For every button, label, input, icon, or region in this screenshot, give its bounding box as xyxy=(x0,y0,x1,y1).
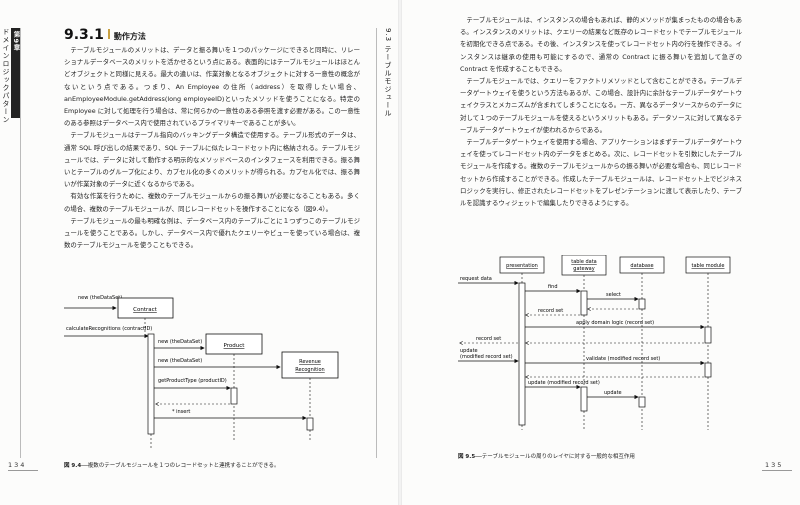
figure-9-5-caption: 図 9.5──テーブルモジュールの周りのレイヤに対する一般的な相互作用 xyxy=(458,452,635,460)
figure-9-5-sequence-diagram: presentation table data gateway database… xyxy=(458,255,731,430)
contract-label: Contract xyxy=(133,307,158,313)
label-find: find xyxy=(548,284,558,290)
page-number-right: 135 xyxy=(765,461,784,469)
paragraph: テーブルモジュールのメリットは、データと振る舞いを１つのパッケージにできると同時… xyxy=(64,46,360,128)
label-new-dataset-revenue: new (theDataSet) xyxy=(158,358,202,364)
activation-database-2 xyxy=(638,396,646,408)
page-number-left: 134 xyxy=(8,461,27,469)
paragraph: 有効な作業を行うために、複数のテーブルモジュールからの振る舞いが必要になることも… xyxy=(64,192,360,213)
label-apply-domain-logic: apply domain logic (record set) xyxy=(576,320,654,326)
activation-gateway-2 xyxy=(580,386,588,412)
right-page xyxy=(402,0,800,505)
paragraph: テーブルモジュールでは、クエリーをファクトリメソッドとして含むことができる。テー… xyxy=(460,77,742,134)
caption-text: ──複数のテーブルモジュールを１つのレコードセットと連携することができる。 xyxy=(81,463,280,469)
revenue-recognition-box xyxy=(281,351,339,379)
label-select: select xyxy=(606,292,621,298)
figure-9-4-caption: 図 9.4──複数のテーブルモジュールを１つのレコードセットと連携することができ… xyxy=(64,461,279,469)
label-get-product-type: getProductType (productID) xyxy=(158,378,227,384)
folio-rule xyxy=(762,470,792,471)
activation-table-module-2 xyxy=(704,362,712,378)
col-database: database xyxy=(630,263,653,269)
label-update-db: update xyxy=(604,390,622,396)
figure-9-4-sequence-diagram: new (theDataSet) Contract calculateRecog… xyxy=(64,295,339,448)
activation-database-1 xyxy=(638,298,646,310)
right-running-head: 9.3 テーブルモジュール xyxy=(384,28,392,118)
left-body-text: テーブルモジュールのメリットは、データと振る舞いを１つのパッケージにできると同時… xyxy=(64,44,360,251)
right-margin-rule xyxy=(376,28,377,458)
revenue-label-line2: Recognition xyxy=(295,367,324,373)
left-margin-rule xyxy=(20,28,21,458)
label-update-line2: (modified record set) xyxy=(460,354,513,360)
label-insert: * insert xyxy=(172,409,190,415)
section-heading: 9.3.1 動作方法 xyxy=(64,27,146,43)
col-gateway-line2: gateway xyxy=(573,266,594,272)
activation-contract xyxy=(147,333,155,435)
table-data-gateway-box xyxy=(561,255,607,276)
right-body-text: テーブルモジュールは、インスタンスの場合もあれば、静的メソッドが集まったものの場… xyxy=(460,14,742,209)
col-presentation: presentation xyxy=(506,263,538,269)
caption-text: ──テーブルモジュールの周りのレイヤに対する一般的な相互作用 xyxy=(475,454,635,460)
folio-rule xyxy=(8,470,38,471)
caption-label: 図 9.4 xyxy=(64,463,82,469)
label-calculate-recognitions: calculateRecognitions (contractID) xyxy=(66,326,152,332)
activation-gateway-1 xyxy=(580,290,588,316)
chapter-badge: 第9章 xyxy=(11,28,21,118)
label-record-set-1: record set xyxy=(538,308,563,314)
section-title: 動作方法 xyxy=(113,32,146,41)
caption-label: 図 9.5 xyxy=(458,454,476,460)
right-section-tab: 9.3 テーブルモジュール xyxy=(380,28,393,117)
activation-table-module-1 xyxy=(704,326,712,344)
label-request-data: request data xyxy=(460,276,492,282)
label-update-line1: update xyxy=(460,348,478,354)
book-gutter xyxy=(398,0,402,505)
label-record-set-2: record set xyxy=(476,336,501,342)
left-chapter-tab: 第9章 ドメインロジックパターン xyxy=(2,28,21,124)
label-new-dataset-product: new (theDataSet) xyxy=(158,339,202,345)
paragraph: テーブルモジュールの最も明確な例は、データベース内のテーブルごとに１つずつこのテ… xyxy=(64,216,360,250)
col-table-module: table module xyxy=(692,263,725,269)
label-validate: validate (modified record set) xyxy=(586,356,660,362)
section-accent-bar xyxy=(107,29,110,39)
left-page xyxy=(0,0,398,505)
activation-presentation xyxy=(518,282,526,426)
product-label: Product xyxy=(224,343,246,349)
activation-product xyxy=(230,387,238,405)
paragraph: テーブルデータゲートウェイを使用する場合、アプリケーションはまずテーブルデータゲ… xyxy=(460,138,742,208)
paragraph: テーブルモジュールは、インスタンスの場合もあれば、静的メソッドが集まったものの場… xyxy=(460,16,742,73)
left-running-head: ドメインロジックパターン xyxy=(2,28,10,124)
paragraph: テーブルモジュールはテーブル指向のバッキングデータ構造で使用する。テーブル形式の… xyxy=(64,131,360,189)
col-gateway-line1: table data xyxy=(571,259,597,265)
label-update-modified: update (modified record set) xyxy=(528,380,600,386)
contract-box xyxy=(117,297,174,319)
activation-revenue xyxy=(306,417,314,431)
label-new-dataset-top: new (theDataSet) xyxy=(78,295,122,301)
revenue-label-line1: Revenue xyxy=(299,359,321,365)
section-number: 9.3.1 xyxy=(64,27,104,43)
